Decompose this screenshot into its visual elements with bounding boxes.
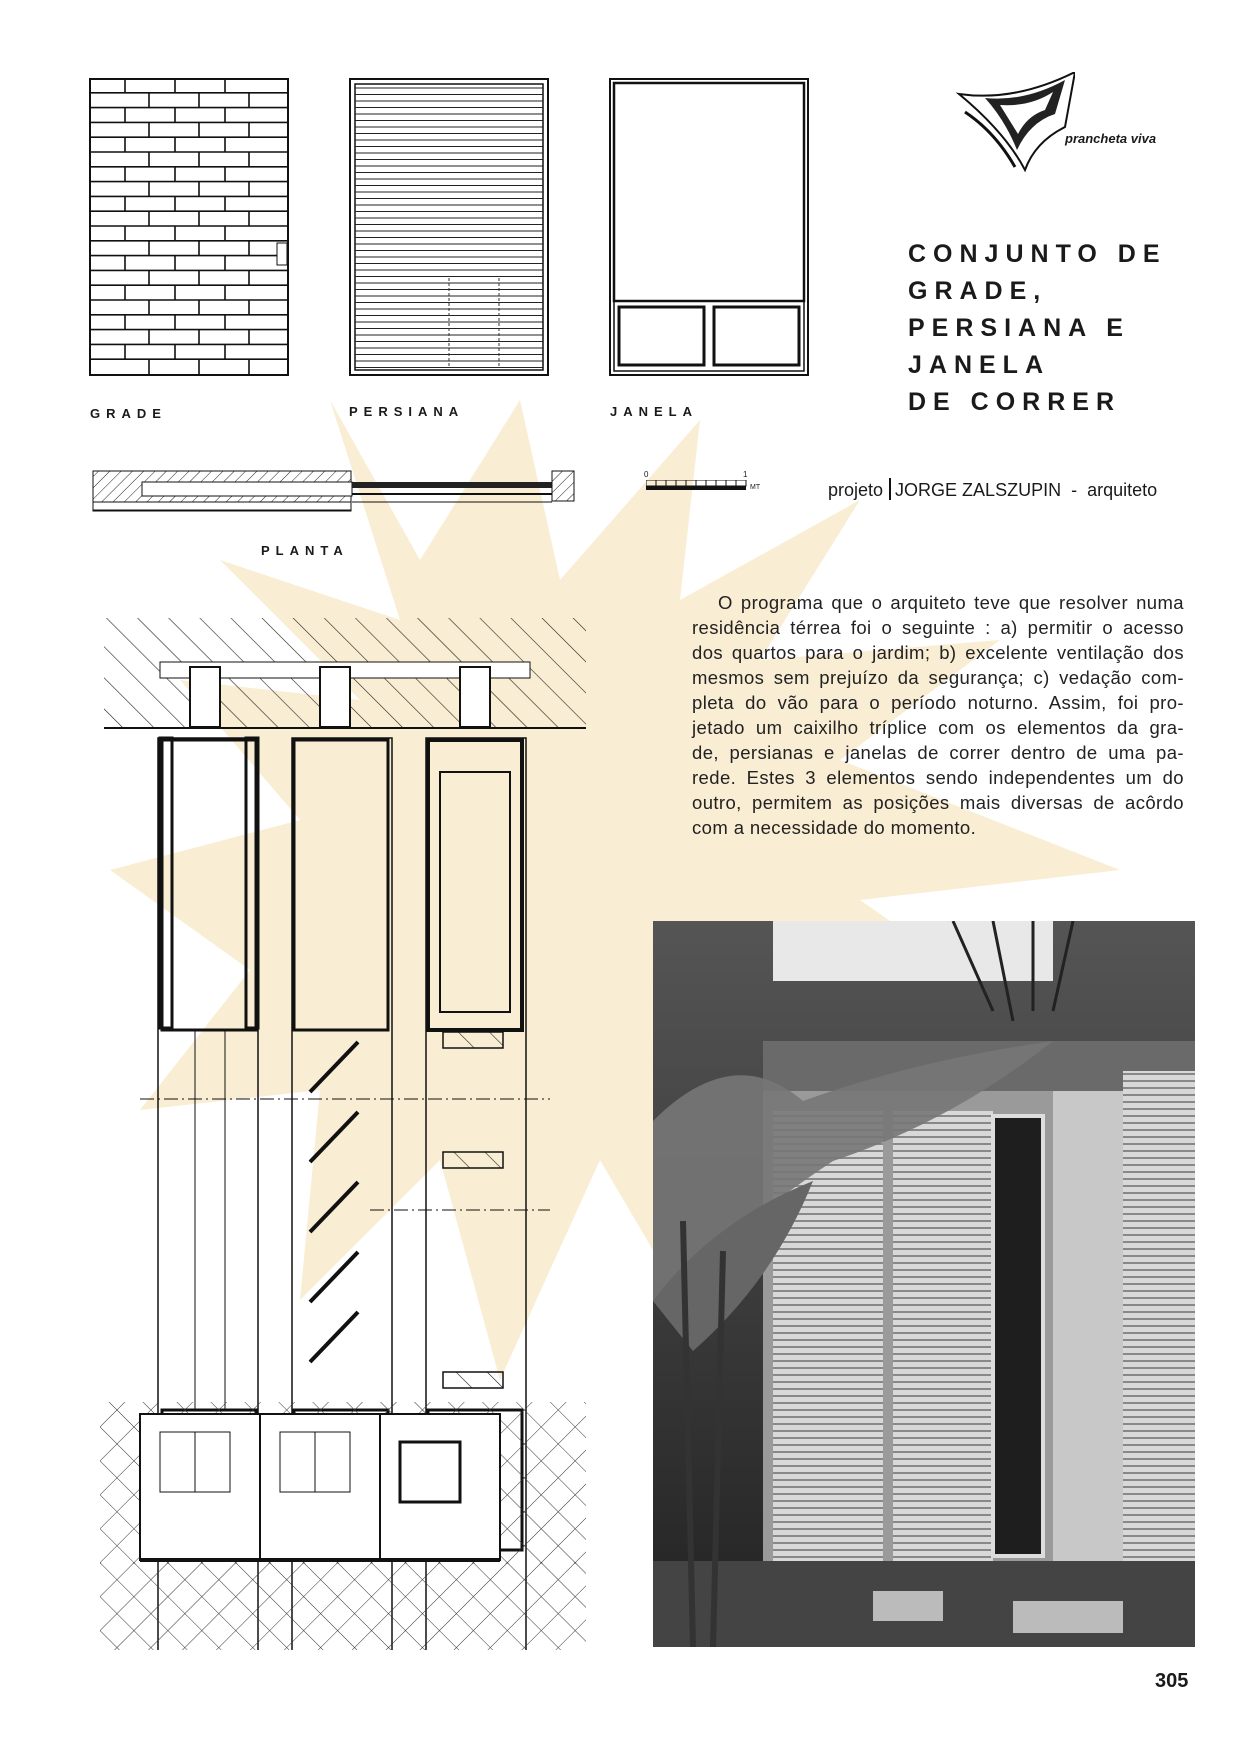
body-line: O programa que o arquiteto teve que reso… [718, 592, 1184, 613]
page-number: 305 [1155, 1670, 1189, 1692]
article-title: CONJUNTO DE GRADE, PERSIANA E JANELA DE … [908, 236, 1167, 421]
body-line: com a necessidade do momento. [692, 817, 977, 838]
house-window-photo [653, 921, 1195, 1647]
scale-start: 0 [644, 470, 649, 479]
scale-end: 1 [743, 470, 748, 479]
body-line: rede. Estes 3 elementos sendo independen… [692, 767, 1184, 788]
prancheta-viva-logo [955, 72, 1075, 172]
body-line: dos quartos para o jardim; b) excelente … [692, 642, 1184, 663]
plan-drawing [92, 470, 575, 512]
logo-text: prancheta viva [1065, 131, 1157, 146]
scale-unit: MT [750, 484, 761, 491]
grade-label: GRADE [90, 406, 167, 421]
persiana-label: PERSIANA [349, 404, 465, 419]
planta-label: PLANTA [261, 543, 349, 558]
title-line: CONJUNTO DE [908, 240, 1167, 268]
body-line: de, persianas e janelas de correr dentro… [692, 742, 1184, 763]
article-body: O programa que o arquiteto teve que reso… [692, 590, 1184, 840]
credit-separator: - [1071, 480, 1078, 500]
janela-elevation-drawing [609, 78, 809, 376]
body-line: mesmos sem prejuízo da segurança; c) ved… [692, 667, 1184, 688]
body-line: residência térrea foi o seguinte : a) pe… [692, 617, 1184, 638]
title-line: PERSIANA E [908, 314, 1130, 342]
scale-bar-graphic [646, 480, 747, 490]
janela-label: JANELA [610, 404, 699, 419]
persiana-elevation-drawing [349, 78, 549, 376]
project-credit: projeto JORGE ZALSZUPIN - arquiteto [828, 478, 1157, 501]
credit-divider [889, 478, 892, 500]
title-line: DE CORRER [908, 388, 1122, 416]
architect-role: arquiteto [1087, 480, 1158, 500]
body-line: jetado um caixilho tríplice com os eleme… [692, 717, 1184, 738]
title-line: GRADE, [908, 277, 1048, 305]
architect-name: JORGE ZALSZUPIN [895, 480, 1062, 500]
credit-prefix: projeto [828, 480, 884, 500]
section-detail-drawing [100, 618, 586, 1650]
body-line: outro, permitem as posições mais diversa… [692, 792, 1184, 813]
grade-elevation-drawing [89, 78, 289, 376]
body-line: pleta do vão para o período noturno. Ass… [692, 692, 1184, 713]
scale-bar: 0 1 MT [644, 470, 784, 500]
title-line: JANELA [908, 351, 1051, 379]
